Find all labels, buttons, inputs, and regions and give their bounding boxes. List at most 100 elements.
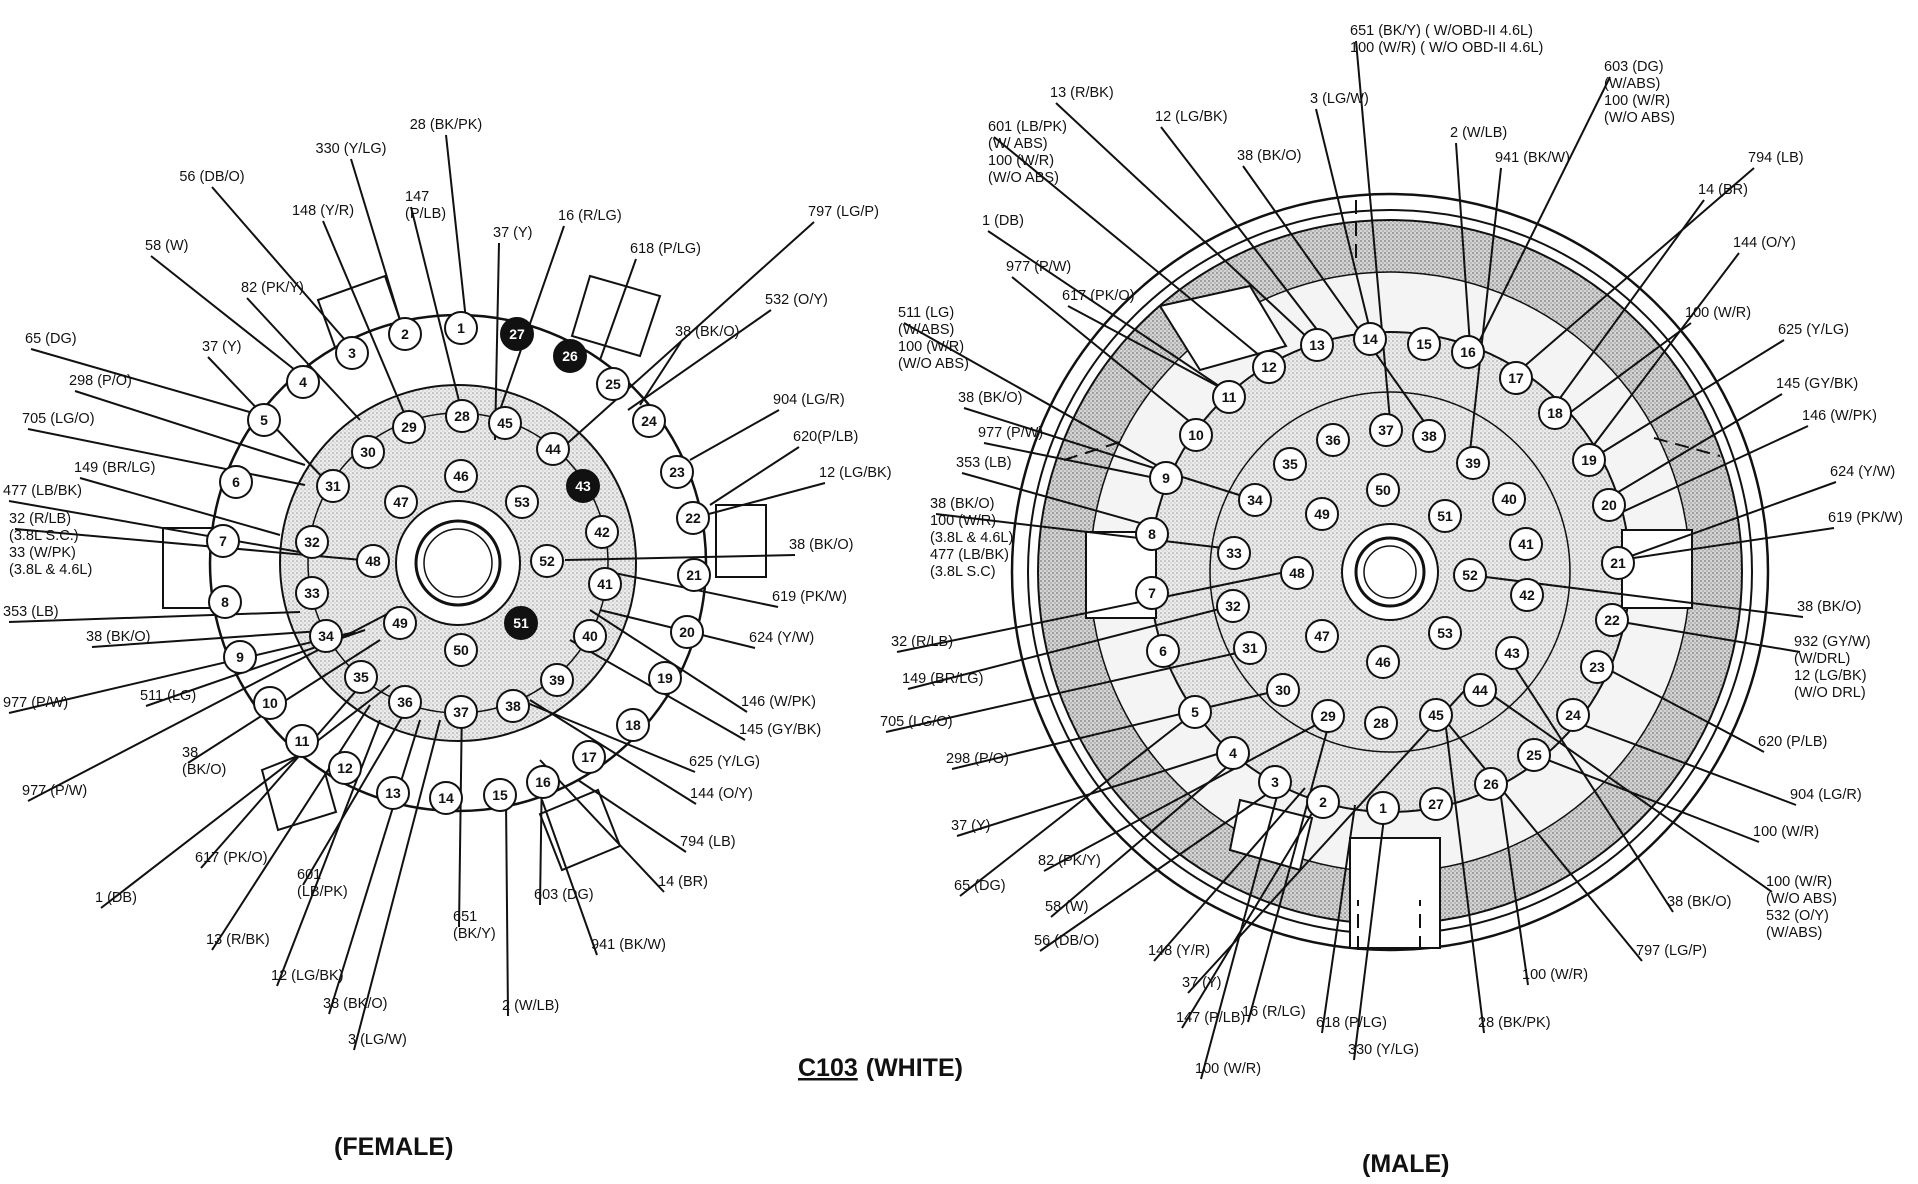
male-wire-callout: 56 (DB/O) — [1034, 933, 1099, 949]
female-callout-leader — [8, 500, 306, 554]
female-pin-circle — [444, 633, 478, 667]
female-callout-leader — [529, 699, 697, 805]
female-pin-number: 30 — [360, 444, 376, 460]
female-wire-callout-line: 149 (BR/LG) — [74, 460, 155, 476]
female-wire-callout: 38(BK/O) — [182, 745, 226, 778]
male-wire-callout: 619 (PK/W) — [1828, 510, 1903, 526]
male-wire-callout: 149 (BR/LG) — [902, 671, 983, 687]
female-pin-number: 32 — [304, 534, 320, 550]
male-pin-50: 50 — [1366, 473, 1400, 507]
male-pin-circle — [1495, 636, 1529, 670]
female-pin-38: 38 — [496, 689, 530, 723]
male-pin-number: 6 — [1159, 643, 1167, 659]
female-pin-7: 7 — [206, 524, 240, 558]
female-pin-number: 39 — [549, 672, 565, 688]
male-wire-callout: 794 (LB) — [1748, 150, 1804, 166]
female-wire-callout-line: (P/LB) — [405, 206, 446, 222]
male-wire-callout-line: 651 (BK/Y) ( W/OBD-II 4.6L) — [1350, 23, 1533, 39]
female-wire-callout-line: 148 (Y/R) — [292, 203, 354, 219]
female-wire-callout: 617 (PK/O) — [195, 850, 268, 866]
male-callout-leader — [1509, 659, 1674, 913]
male-wire-callout-line: 941 (BK/W) — [1495, 150, 1570, 166]
male-pin-circle — [1595, 603, 1629, 637]
female-callout-leader — [704, 482, 826, 516]
female-pin-circle — [566, 469, 600, 503]
male-wire-callout: 977 (P/W) — [1006, 259, 1071, 275]
male-wire-callout-line: 932 (GY/W) — [1794, 634, 1871, 650]
female-pin-circle — [356, 544, 390, 578]
male-pin-circle — [1135, 576, 1169, 610]
male-callout-leader — [987, 230, 1226, 391]
female-pin-circle — [596, 367, 630, 401]
male-wire-callout-line: 100 (W/R) — [1195, 1061, 1261, 1077]
male-callout-leader — [1247, 719, 1331, 1023]
female-wire-callout: 625 (Y/LG) — [689, 754, 760, 770]
female-pin-22: 22 — [676, 501, 710, 535]
male-pin-circle — [1364, 706, 1398, 740]
male-pin-17: 17 — [1499, 361, 1533, 395]
male-pin-circle — [1492, 482, 1526, 516]
female-pin-number: 37 — [453, 704, 469, 720]
male-callout-leader — [935, 513, 1241, 551]
male-wire-callout: 353 (LB) — [956, 455, 1012, 471]
male-pin-circle — [1217, 536, 1251, 570]
male-pin-number: 13 — [1309, 337, 1325, 353]
female-callout-leader — [302, 694, 416, 886]
female-pin-circle — [444, 459, 478, 493]
female-wire-callout-line: 13 (R/BK) — [206, 932, 270, 948]
male-pin-37: 37 — [1369, 413, 1403, 447]
male-wire-callout-line: 794 (LB) — [1748, 150, 1804, 166]
male-wire-callout-line: 145 (GY/BK) — [1776, 376, 1858, 392]
male-callout-leader — [1043, 719, 1326, 872]
male-pin-53: 53 — [1428, 616, 1462, 650]
male-pin-circle — [1305, 619, 1339, 653]
male-pin-51: 51 — [1428, 499, 1462, 533]
female-pin-number: 6 — [232, 474, 240, 490]
female-wire-callout-line: 28 (BK/PK) — [410, 117, 483, 133]
female-wire-callout-line: 38 (BK/O) — [86, 629, 150, 645]
male-pin-circle — [1273, 447, 1307, 481]
male-wire-callout: 100 (W/R)(W/O ABS)532 (O/Y)(W/ABS) — [1766, 874, 1837, 941]
male-pin-number: 48 — [1289, 565, 1305, 581]
male-callout-leader — [1559, 322, 1692, 421]
female-pin-number: 10 — [262, 695, 278, 711]
male-wire-callout-line: (W/ABS) — [1766, 925, 1822, 941]
female-wire-callout: 3 (LG/W) — [348, 1032, 407, 1048]
female-callout-leader — [211, 704, 371, 951]
female-wire-callout: 148 (Y/R) — [292, 203, 354, 219]
male-pin-number: 27 — [1428, 796, 1444, 812]
male-wire-callout-line: 100 (W/R) — [1766, 874, 1832, 890]
male-callout-leader — [1353, 809, 1386, 1061]
male-pin-circle — [1305, 497, 1339, 531]
female-callout-leader — [211, 186, 346, 341]
male-pin-20: 20 — [1592, 488, 1626, 522]
female-pin-32: 32 — [295, 525, 329, 559]
female-pin-30: 30 — [351, 435, 385, 469]
male-wire-callout: 148 (Y/R) — [1148, 943, 1210, 959]
male-callout-leader — [1499, 789, 1529, 986]
female-pin-circle — [540, 663, 574, 697]
male-wire-callout-line: 37 (Y) — [1182, 975, 1222, 991]
male-wire-callout: 82 (PK/Y) — [1038, 853, 1101, 869]
female-wire-callout: 620(P/LB) — [793, 429, 858, 445]
male-pin-49: 49 — [1305, 497, 1339, 531]
female-wire-callout: 14 (BR) — [658, 874, 708, 890]
male-pin-32: 32 — [1216, 589, 1250, 623]
female-wire-callout: 619 (PK/W) — [772, 589, 847, 605]
female-wire-callout: 941 (BK/W) — [591, 937, 666, 953]
female-pin-29: 29 — [392, 410, 426, 444]
female-pin-number: 31 — [325, 478, 341, 494]
male-wire-callout-line: 618 (P/LG) — [1316, 1015, 1387, 1031]
male-wire-callout: 14 (BR) — [1698, 182, 1748, 198]
female-callout-leader — [499, 225, 565, 411]
male-wire-callout-line: (W/O ABS) — [898, 356, 969, 372]
female-pin-2: 2 — [388, 317, 422, 351]
male-wire-callout: 2 (W/LB) — [1450, 125, 1507, 141]
female-wire-callout-line: 603 (DG) — [534, 887, 594, 903]
male-pin-circle — [1366, 645, 1400, 679]
male-pin-number: 21 — [1610, 555, 1626, 571]
male-pin-5: 5 — [1178, 695, 1212, 729]
male-pin-number: 42 — [1519, 587, 1535, 603]
female-pin-51: 51 — [504, 606, 538, 640]
male-callout-leader — [1599, 664, 1765, 753]
